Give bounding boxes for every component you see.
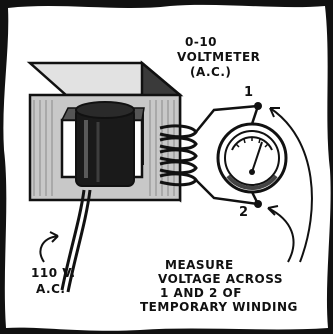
terminal-2-post — [254, 200, 262, 208]
primary-coil-top — [75, 101, 135, 119]
arrow-to-terminal-1 — [269, 107, 313, 263]
instruction-line-2: VOLTAGE ACROSS — [158, 272, 283, 286]
temporary-winding — [159, 124, 198, 187]
terminal-1-post — [254, 102, 262, 110]
voltmeter-bezel — [224, 130, 280, 186]
instruction-line-1: MEASURE — [165, 258, 234, 272]
arrow-head-terminal-1 — [269, 107, 280, 118]
voltmeter-type-label: (A.C.) — [190, 65, 232, 79]
power-cord-b — [66, 189, 92, 293]
voltmeter-name-label: VOLTMETER — [177, 50, 261, 64]
power-cord-a — [60, 189, 86, 291]
terminal-2-label: 2 — [239, 205, 249, 220]
voltmeter-pivot — [249, 169, 255, 175]
power-voltage-label: 110 V. — [31, 266, 76, 280]
lead-to-terminal-2 — [195, 179, 259, 206]
voltmeter-ticks — [235, 137, 269, 148]
terminal-1-label: 1 — [244, 85, 254, 100]
instruction-line-4: TEMPORARY WINDING — [140, 300, 298, 314]
voltmeter-lower-shade — [226, 174, 278, 190]
arrow-head-terminal-2 — [267, 205, 279, 216]
arrow-to-terminal-2 — [267, 207, 295, 263]
transformer-core — [26, 60, 184, 203]
arrow-head-cord — [49, 231, 59, 243]
power-type-label: A.C. — [36, 282, 66, 296]
arrow-to-cord — [39, 235, 59, 263]
voltmeter-needle — [251, 141, 263, 173]
lead-to-terminal-1 — [195, 104, 259, 133]
instruction-line-3: 1 AND 2 OF — [160, 286, 242, 300]
voltmeter-range-label: 0-10 — [185, 35, 218, 49]
voltmeter — [216, 122, 288, 194]
